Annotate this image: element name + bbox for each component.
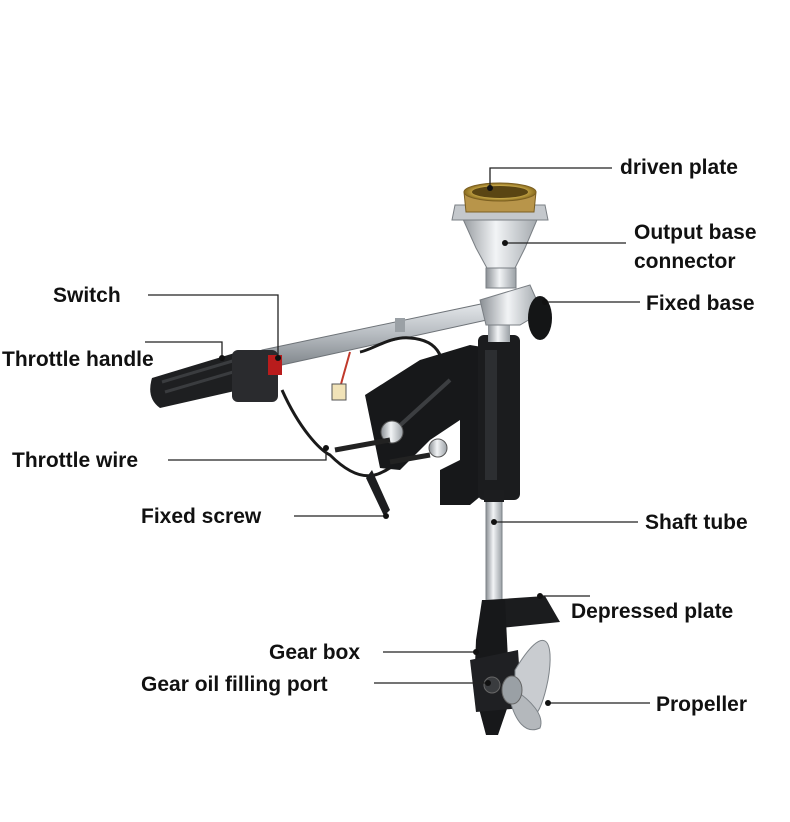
label-fixed-base: Fixed base bbox=[646, 292, 755, 315]
leader-dots bbox=[219, 185, 551, 706]
throttle-handle-grip bbox=[150, 350, 282, 408]
leader-switch bbox=[148, 294, 279, 358]
label-depressed-plate: Depressed plate bbox=[571, 600, 734, 623]
shaft-tube-body bbox=[485, 497, 503, 609]
label-gear-box: Gear box bbox=[269, 641, 361, 664]
label-propeller: Propeller bbox=[656, 693, 748, 716]
fixed-base-body bbox=[478, 284, 552, 500]
propeller-body bbox=[501, 639, 551, 731]
fixed-screw-handle bbox=[366, 470, 390, 516]
label-throttle-handle: Throttle handle bbox=[2, 348, 154, 371]
leader-throttle-handle bbox=[145, 341, 223, 358]
label-throttle-wire: Throttle wire bbox=[12, 449, 139, 472]
label-shaft-tube: Shaft tube bbox=[645, 511, 748, 534]
label-driven-plate: driven plate bbox=[620, 156, 738, 179]
leader-lines bbox=[145, 167, 650, 704]
label-output-base-line1: Output base bbox=[634, 221, 757, 244]
leader-throttle-wire bbox=[168, 448, 327, 461]
driven-plate bbox=[463, 182, 537, 213]
label-gear-oil-port: Gear oil filling port bbox=[141, 673, 328, 696]
label-switch: Switch bbox=[53, 284, 121, 307]
leader-driven-plate bbox=[489, 167, 612, 188]
label-output-base-line2: connector bbox=[634, 250, 736, 273]
output-base-connector bbox=[451, 204, 549, 289]
clamp-bracket bbox=[334, 345, 500, 505]
label-fixed-screw: Fixed screw bbox=[141, 505, 262, 528]
